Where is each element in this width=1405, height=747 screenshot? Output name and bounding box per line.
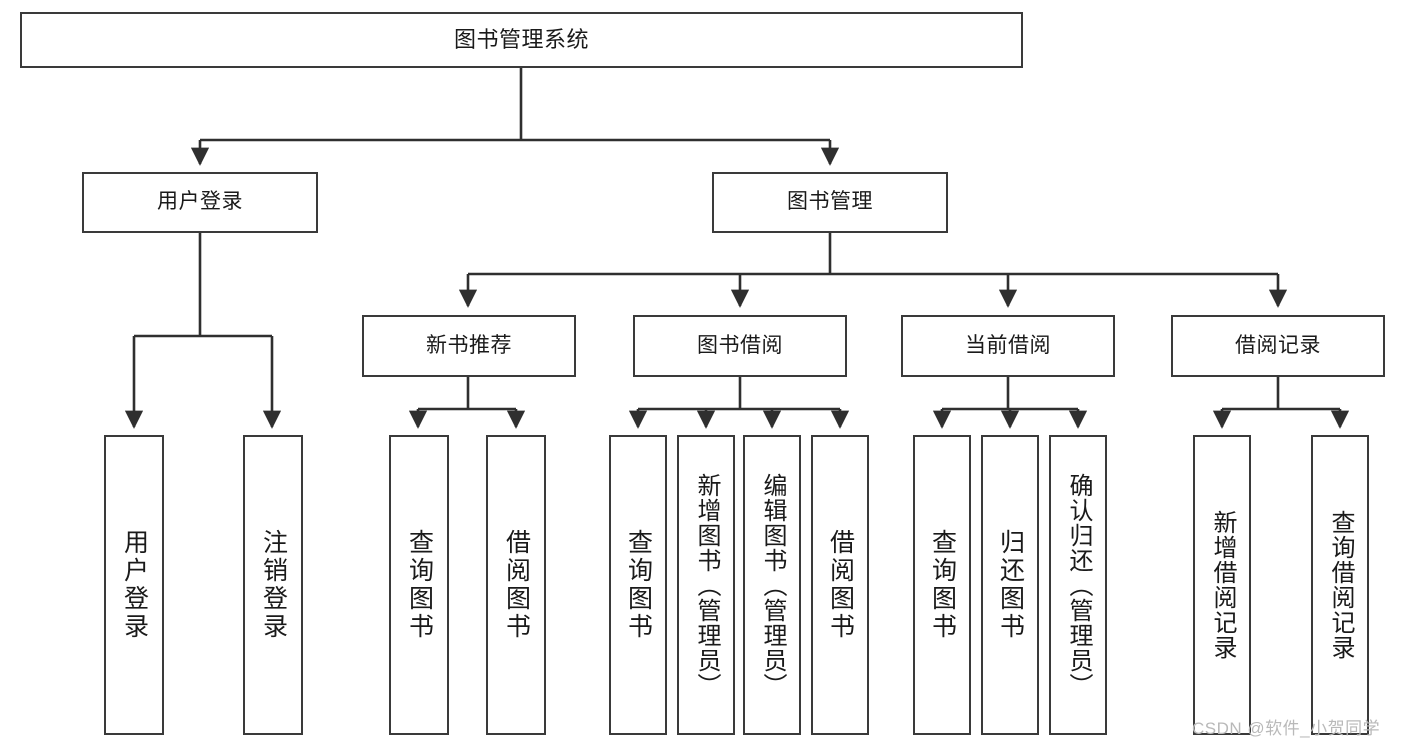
node-book-management-label: 图书管理 (787, 190, 873, 214)
leaf-query-book-current[interactable]: 查询图书 (913, 435, 971, 735)
leaf-add-book-admin-label: 新增图书（管理员） (693, 472, 720, 698)
node-borrow-records-label: 借阅记录 (1235, 333, 1321, 357)
leaf-borrow-book-recommend-label: 借阅图书 (502, 529, 531, 641)
leaf-confirm-return-admin[interactable]: 确认归还（管理员） (1049, 435, 1107, 735)
node-new-book-recommend-label: 新书推荐 (426, 333, 512, 357)
node-root[interactable]: 图书管理系统 (20, 12, 1023, 68)
node-book-borrow-label: 图书借阅 (697, 333, 783, 357)
leaf-query-borrow-record-label: 查询借阅记录 (1327, 510, 1354, 660)
leaf-return-book-label: 归还图书 (996, 529, 1025, 641)
node-book-borrow[interactable]: 图书借阅 (633, 315, 847, 377)
node-user-login[interactable]: 用户登录 (82, 172, 318, 233)
node-current-borrow-label: 当前借阅 (965, 333, 1051, 357)
node-borrow-records[interactable]: 借阅记录 (1171, 315, 1385, 377)
leaf-user-login[interactable]: 用户登录 (104, 435, 164, 735)
leaf-logout[interactable]: 注销登录 (243, 435, 303, 735)
node-root-label: 图书管理系统 (453, 27, 589, 53)
leaf-query-book-borrow-label: 查询图书 (624, 529, 653, 641)
leaf-add-borrow-record[interactable]: 新增借阅记录 (1193, 435, 1251, 735)
leaf-borrow-book-label: 借阅图书 (826, 529, 855, 641)
leaf-borrow-book[interactable]: 借阅图书 (811, 435, 869, 735)
leaf-edit-book-admin[interactable]: 编辑图书（管理员） (743, 435, 801, 735)
leaf-confirm-return-admin-label: 确认归还（管理员） (1065, 472, 1092, 698)
node-new-book-recommend[interactable]: 新书推荐 (362, 315, 576, 377)
leaf-add-book-admin[interactable]: 新增图书（管理员） (677, 435, 735, 735)
leaf-query-book-recommend[interactable]: 查询图书 (389, 435, 449, 735)
leaf-query-book-current-label: 查询图书 (928, 529, 957, 641)
leaf-edit-book-admin-label: 编辑图书（管理员） (759, 472, 786, 698)
leaf-add-borrow-record-label: 新增借阅记录 (1209, 510, 1236, 660)
leaf-logout-label: 注销登录 (259, 529, 288, 641)
leaf-return-book[interactable]: 归还图书 (981, 435, 1039, 735)
node-book-management[interactable]: 图书管理 (712, 172, 948, 233)
leaf-user-login-label: 用户登录 (120, 529, 149, 641)
node-current-borrow[interactable]: 当前借阅 (901, 315, 1115, 377)
leaf-query-book-recommend-label: 查询图书 (405, 529, 434, 641)
leaf-query-borrow-record[interactable]: 查询借阅记录 (1311, 435, 1369, 735)
watermark-text: CSDN @软件_小贺同学 (1192, 719, 1381, 738)
node-user-login-label: 用户登录 (157, 190, 243, 214)
leaf-query-book-borrow[interactable]: 查询图书 (609, 435, 667, 735)
leaf-borrow-book-recommend[interactable]: 借阅图书 (486, 435, 546, 735)
